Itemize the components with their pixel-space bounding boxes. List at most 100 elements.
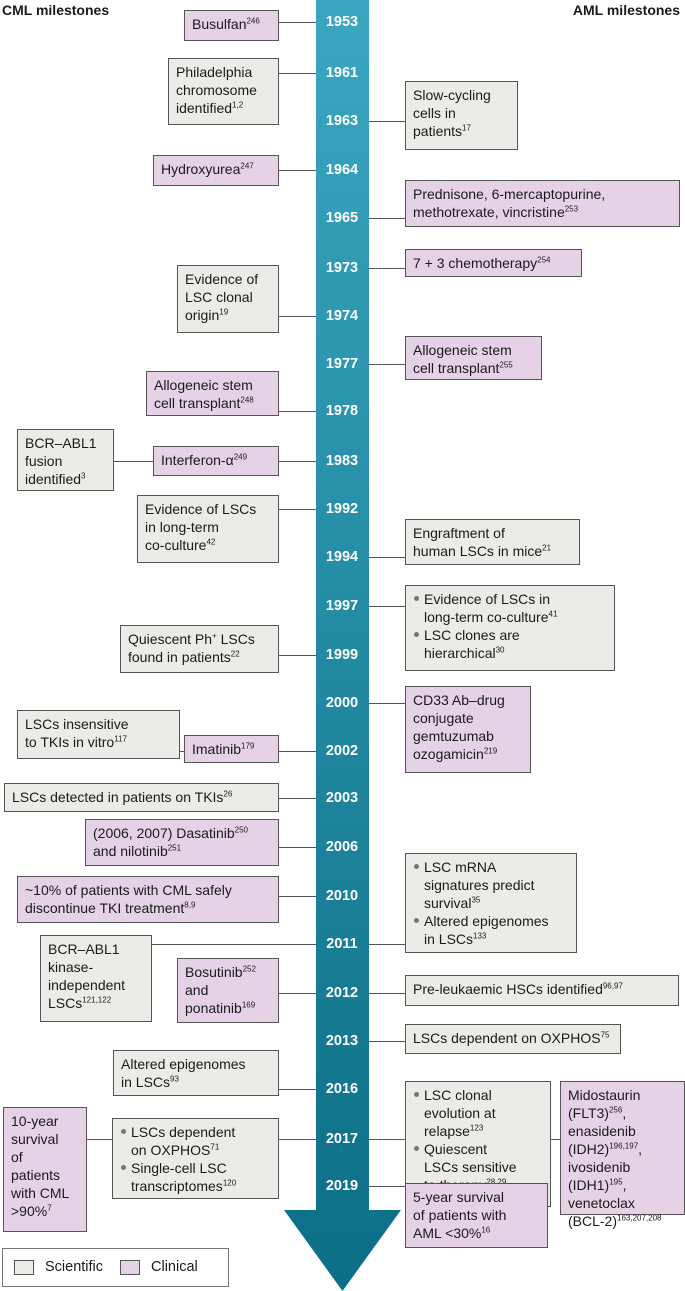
milestone-prednisone: Prednisone, 6-mercaptopurine,methotrexat… bbox=[405, 180, 680, 227]
year-label-1983: 1983 bbox=[325, 453, 359, 469]
year-label-2016: 2016 bbox=[325, 1081, 359, 1097]
connector-bosutinib bbox=[279, 993, 316, 994]
year-label-2017: 2017 bbox=[325, 1131, 359, 1147]
year-label-2019: 2019 bbox=[325, 1178, 359, 1194]
milestone-chemo-7-3: 7 + 3 chemotherapy254 bbox=[405, 249, 582, 277]
connector-imatinib bbox=[279, 751, 316, 752]
connector-discontinue bbox=[279, 896, 316, 897]
milestone-busulfan: Busulfan246 bbox=[184, 10, 279, 41]
connector-dasatinib bbox=[279, 847, 316, 848]
connector-cml-lsc-coculture bbox=[279, 509, 316, 510]
connector-aml-2011 bbox=[369, 944, 405, 945]
milestone-hydroxyurea: Hydroxyurea247 bbox=[153, 155, 279, 186]
year-label-1964: 1964 bbox=[325, 162, 359, 178]
year-label-1997: 1997 bbox=[325, 598, 359, 614]
connector-quiescent-ph bbox=[279, 655, 316, 656]
year-label-1961: 1961 bbox=[325, 65, 359, 81]
connector-aml-allo-transplant bbox=[369, 364, 405, 365]
year-label-1992: 1992 bbox=[325, 501, 359, 517]
milestone-imatinib: Imatinib179 bbox=[184, 735, 279, 763]
aml-milestones-header: AML milestones bbox=[572, 2, 680, 18]
year-label-1999: 1999 bbox=[325, 647, 359, 663]
connector-prednisone bbox=[369, 218, 405, 219]
year-label-2002: 2002 bbox=[325, 743, 359, 759]
year-label-1978: 1978 bbox=[325, 403, 359, 419]
connector-aml-2017 bbox=[369, 1139, 405, 1140]
milestone-interferon: Interferon-α249 bbox=[153, 446, 279, 476]
cml-milestones-header: CML milestones bbox=[2, 2, 110, 18]
year-label-2006: 2006 bbox=[325, 839, 359, 855]
legend-swatch-clinical bbox=[120, 1260, 140, 1275]
connector-interferon bbox=[279, 461, 316, 462]
milestone-midostaurin: Midostaurin(FLT3)256,enasidenib(IDH2)196… bbox=[560, 1081, 685, 1229]
legend-label-clinical: Clinical bbox=[151, 1259, 198, 1275]
timeline-arrow-shape bbox=[284, 0, 401, 1291]
legend: Scientific Clinical bbox=[2, 1248, 229, 1287]
connector-engraftment bbox=[369, 557, 405, 558]
connector-pre-leukaemic bbox=[369, 993, 405, 994]
legend-label-scientific: Scientific bbox=[45, 1259, 104, 1275]
year-label-1963: 1963 bbox=[325, 113, 359, 129]
year-label-2010: 2010 bbox=[325, 888, 359, 904]
connector-busulfan bbox=[279, 22, 316, 23]
connector-kinase-independent bbox=[152, 944, 316, 945]
milestone-oxphos-aml: LSCs dependent on OXPHOS75 bbox=[405, 1024, 621, 1054]
year-label-2013: 2013 bbox=[325, 1033, 359, 1049]
connector-survival-aml bbox=[369, 1186, 405, 1187]
year-label-1977: 1977 bbox=[325, 356, 359, 372]
connector-chemo-7-3 bbox=[369, 268, 405, 269]
connector-cd33 bbox=[369, 703, 405, 704]
connector-aml-1997 bbox=[369, 606, 405, 607]
year-label-1965: 1965 bbox=[325, 210, 359, 226]
connector-lsc-detected bbox=[279, 798, 316, 799]
connector-hydroxyurea bbox=[279, 170, 316, 171]
year-label-1953: 1953 bbox=[325, 14, 359, 30]
connector-cml-2017 bbox=[279, 1139, 316, 1140]
connector-link-2 bbox=[87, 1139, 112, 1140]
connector-link-1 bbox=[180, 751, 184, 752]
connector-philadelphia bbox=[279, 73, 316, 74]
year-label-2012: 2012 bbox=[325, 985, 359, 1001]
year-label-2000: 2000 bbox=[325, 695, 359, 711]
legend-swatch-scientific bbox=[14, 1260, 34, 1275]
connector-oxphos-aml bbox=[369, 1041, 405, 1042]
connector-epigenomes-cml bbox=[279, 1089, 316, 1090]
connector-cml-allo-transplant bbox=[279, 411, 316, 412]
year-label-1974: 1974 bbox=[325, 308, 359, 324]
connector-lsc-clonal-origin bbox=[279, 316, 316, 317]
connector-slow-cycling bbox=[369, 121, 405, 122]
